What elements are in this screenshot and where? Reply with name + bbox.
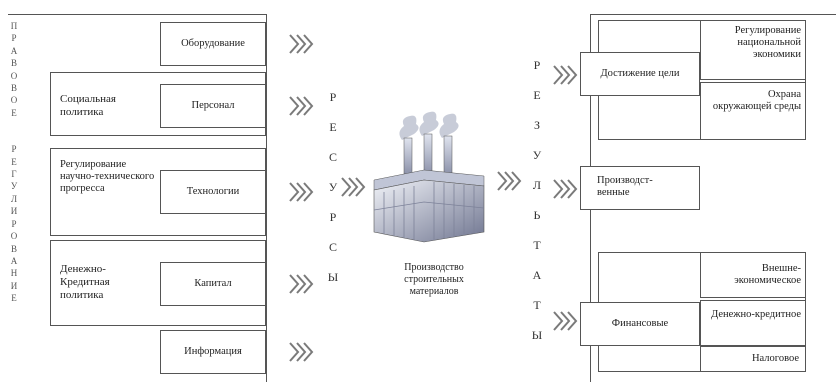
chevron-arrow-icon xyxy=(288,273,316,295)
goal-box: Достижение цели xyxy=(580,52,700,96)
social-policy-label: Социальная политика xyxy=(60,93,150,119)
credit-label: Денежно-кредитное xyxy=(711,309,801,321)
chevron-arrow-icon xyxy=(496,170,524,192)
equipment-label: Оборудование xyxy=(181,38,245,50)
regulation-economy-box: Регулирование национальной экономики xyxy=(700,20,806,80)
credit-box: Денежно-кредитное xyxy=(700,300,806,346)
foreign-economic-label: Внешне-экономическое xyxy=(701,263,801,287)
chevron-arrow-icon xyxy=(288,181,316,203)
tax-label: Налоговое xyxy=(709,353,799,365)
factory-caption: Производство строительных материалов xyxy=(388,262,480,298)
personnel-label: Персонал xyxy=(191,100,234,112)
information-box: Информация xyxy=(160,330,266,374)
capital-box: Капитал xyxy=(160,262,266,306)
capital-label: Капитал xyxy=(194,278,231,290)
chevron-arrow-icon xyxy=(288,33,316,55)
chevron-arrow-icon xyxy=(552,178,580,200)
chevron-arrow-icon xyxy=(288,95,316,117)
environment-box: Охрана окружающей среды xyxy=(700,82,806,140)
foreign-economic-box: Внешне-экономическое xyxy=(700,252,806,298)
technology-box: Технологии xyxy=(160,170,266,214)
factory-icon xyxy=(364,110,494,250)
monetary-policy-label: Денежно-Кредитная политика xyxy=(60,263,150,302)
production-box: Производст-венные xyxy=(580,166,700,210)
environment-label: Охрана окружающей среды xyxy=(711,89,801,113)
personnel-box: Персонал xyxy=(160,84,266,128)
chevron-arrow-icon xyxy=(552,64,580,86)
information-label: Информация xyxy=(184,346,242,358)
technology-label: Технологии xyxy=(187,186,240,198)
chevron-arrow-icon xyxy=(288,341,316,363)
goal-label: Достижение цели xyxy=(600,68,680,80)
scientific-progress-label: Регулирование научно-технического прогре… xyxy=(60,159,155,195)
regulation-economy-label: Регулирование национальной экономики xyxy=(701,25,801,61)
equipment-box: Оборудование xyxy=(160,22,266,66)
tax-box: Налоговое xyxy=(700,346,806,372)
financial-label: Финансовые xyxy=(612,318,668,330)
production-label: Производст-венные xyxy=(597,175,667,199)
chevron-arrow-icon xyxy=(552,310,580,332)
financial-box: Финансовые xyxy=(580,302,700,346)
